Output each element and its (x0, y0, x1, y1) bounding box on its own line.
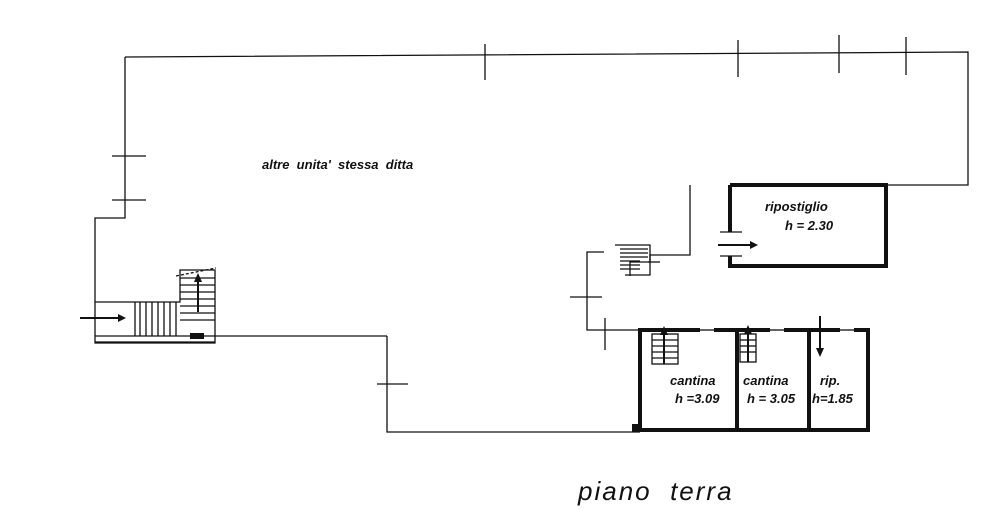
label-cellar1-height: h =3.09 (675, 391, 720, 406)
storage-entry-arrow-icon (718, 241, 758, 249)
storage-room (720, 183, 888, 268)
cellar2-up-arrow-icon (744, 325, 752, 362)
dimension-ticks (112, 35, 907, 385)
middle-staircase (615, 244, 660, 276)
label-cellar1-name: cantina (670, 373, 716, 388)
rip-down-arrow-icon (816, 316, 824, 357)
entry-staircase (95, 267, 217, 343)
label-cellar2-name: cantina (743, 373, 789, 388)
label-other-units: altre unita' stessa ditta (262, 157, 413, 172)
cellar1-up-arrow-icon (660, 326, 668, 364)
plan-title: piano terra (577, 476, 734, 506)
label-storage-name: ripostiglio (765, 199, 828, 214)
label-cellar2-height: h = 3.05 (747, 391, 796, 406)
label-storage-height: h = 2.30 (785, 218, 834, 233)
label-rip-height: h=1.85 (812, 391, 854, 406)
stair-up-arrow-icon (194, 273, 202, 312)
entry-arrow-icon (80, 314, 126, 322)
label-rip-name: rip. (820, 373, 840, 388)
